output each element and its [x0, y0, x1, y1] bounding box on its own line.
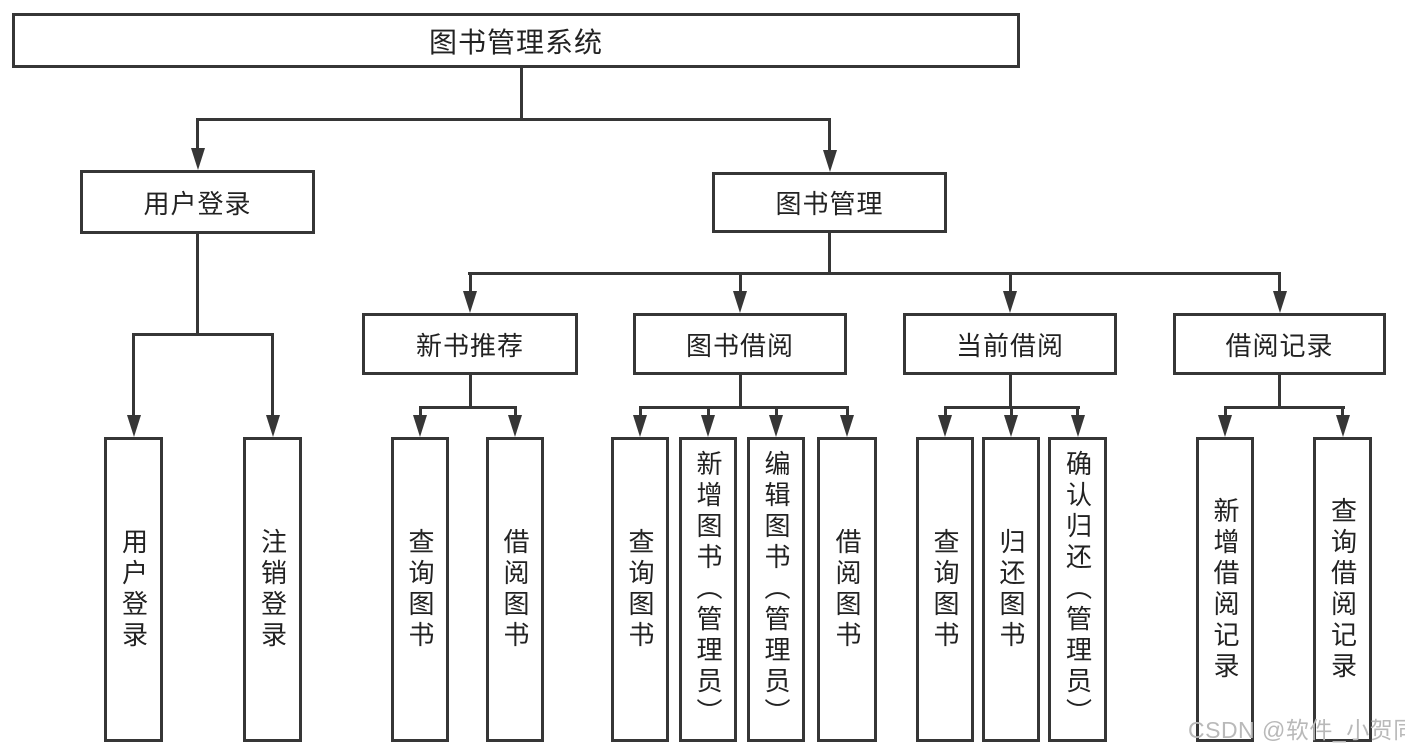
arrowhead-down: [840, 415, 854, 437]
arrow-shaft: [943, 406, 947, 417]
leaf-query-book-borrow: 查询图书: [611, 437, 669, 742]
arrowhead-down: [1004, 415, 1018, 437]
arrow-shaft: [774, 406, 778, 417]
leaf-return-book: 归还图书: [982, 437, 1040, 742]
connector-vline: [828, 233, 831, 275]
node-book-borrow: 图书借阅: [633, 313, 847, 375]
node-current-borrow: 当前借阅: [903, 313, 1117, 375]
arrowhead-down: [1272, 291, 1287, 313]
leaf-logout: 注销登录: [243, 437, 302, 742]
arrow-shaft: [1009, 406, 1013, 417]
leaf-label: 新增借阅记录: [1210, 496, 1240, 683]
node-user-login: 用户登录: [80, 170, 315, 234]
arrowhead-down: [126, 415, 141, 437]
arrowhead-down: [1218, 415, 1232, 437]
leaf-add-borrow-record: 新增借阅记录: [1196, 437, 1254, 742]
connector-vline: [1278, 375, 1281, 409]
node-label: 图书借阅: [685, 330, 794, 361]
arrowhead-down: [733, 291, 747, 313]
leaf-label: 查询图书: [930, 527, 960, 652]
arrowhead-down: [508, 415, 522, 437]
connector-vline: [520, 68, 523, 121]
arrow-shaft: [418, 406, 422, 417]
leaf-label: 新增图书（管理员）: [693, 450, 723, 729]
leaf-confirm-return-admin: 确认归还（管理员）: [1048, 437, 1107, 742]
node-label: 新书推荐: [415, 330, 524, 361]
node-borrow-records: 借阅记录: [1173, 313, 1386, 375]
csdn-watermark: CSDN @软件_小贺同学: [1188, 717, 1405, 743]
leaf-borrow-book-recommend: 借阅图书: [486, 437, 544, 742]
node-label: 当前借阅: [955, 330, 1064, 361]
leaf-label: 归还图书: [996, 527, 1026, 652]
connector-vline: [468, 375, 472, 409]
node-label: 图书管理: [775, 189, 884, 219]
arrow-shaft: [828, 118, 831, 152]
arrow-shaft: [706, 406, 710, 417]
connector-hline: [468, 272, 1281, 275]
leaf-label: 编辑图书（管理员）: [761, 450, 791, 729]
arrow-shaft: [1076, 406, 1079, 417]
connector-hline: [132, 333, 274, 336]
arrowhead-down: [1335, 415, 1350, 437]
connector-hline: [418, 406, 517, 409]
arrow-shaft: [1223, 406, 1227, 417]
arrow-shaft: [845, 406, 849, 417]
leaf-label: 借阅图书: [832, 527, 862, 652]
arrow-shaft: [1008, 272, 1012, 293]
leaf-label: 查询借阅记录: [1327, 496, 1358, 683]
arrowhead-down: [1003, 291, 1017, 313]
node-library-system: 图书管理系统: [12, 13, 1020, 68]
arrow-shaft: [196, 118, 199, 150]
arrowhead-down: [769, 415, 783, 437]
node-label: 图书管理系统: [428, 26, 603, 58]
arrowhead-down: [938, 415, 952, 437]
leaf-query-book-current: 查询图书: [916, 437, 974, 742]
arrowhead-down: [463, 291, 477, 313]
leaf-label: 查询图书: [625, 527, 655, 652]
leaf-add-book-admin: 新增图书（管理员）: [679, 437, 737, 742]
leaf-query-borrow-record: 查询借阅记录: [1313, 437, 1372, 742]
leaf-label: 注销登录: [257, 527, 288, 652]
connector-vline: [196, 234, 199, 336]
arrow-shaft: [638, 406, 642, 417]
arrowhead-down: [1070, 415, 1085, 437]
arrow-shaft: [468, 272, 472, 293]
connector-hline: [1223, 406, 1345, 409]
node-label: 用户登录: [143, 188, 252, 219]
arrowhead-down: [633, 415, 647, 437]
arrowhead-down: [265, 415, 280, 437]
leaf-label: 用户登录: [118, 527, 149, 652]
leaf-label: 借阅图书: [500, 527, 530, 652]
arrowhead-down: [701, 415, 715, 437]
node-new-book-recommend: 新书推荐: [362, 313, 578, 375]
leaf-label: 查询图书: [405, 527, 435, 652]
leaf-borrow-book: 借阅图书: [817, 437, 877, 742]
arrowhead-down: [822, 150, 837, 172]
arrow-shaft: [1278, 272, 1281, 293]
arrow-shaft: [513, 406, 517, 417]
leaf-label: 确认归还（管理员）: [1062, 450, 1093, 729]
leaf-query-book-recommend: 查询图书: [391, 437, 449, 742]
arrowhead-down: [190, 148, 205, 170]
connector-hline: [196, 118, 831, 121]
arrow-shaft: [132, 333, 135, 417]
arrow-shaft: [271, 333, 274, 417]
leaf-edit-book-admin: 编辑图书（管理员）: [747, 437, 805, 742]
arrowhead-down: [413, 415, 427, 437]
arrow-shaft: [1341, 406, 1344, 417]
connector-hline: [638, 406, 849, 409]
node-label: 借阅记录: [1225, 330, 1334, 361]
connector-vline: [1008, 375, 1012, 409]
arrow-shaft: [738, 272, 742, 293]
connector-vline: [738, 375, 742, 409]
leaf-user-login: 用户登录: [104, 437, 163, 742]
node-book-management: 图书管理: [712, 172, 947, 233]
